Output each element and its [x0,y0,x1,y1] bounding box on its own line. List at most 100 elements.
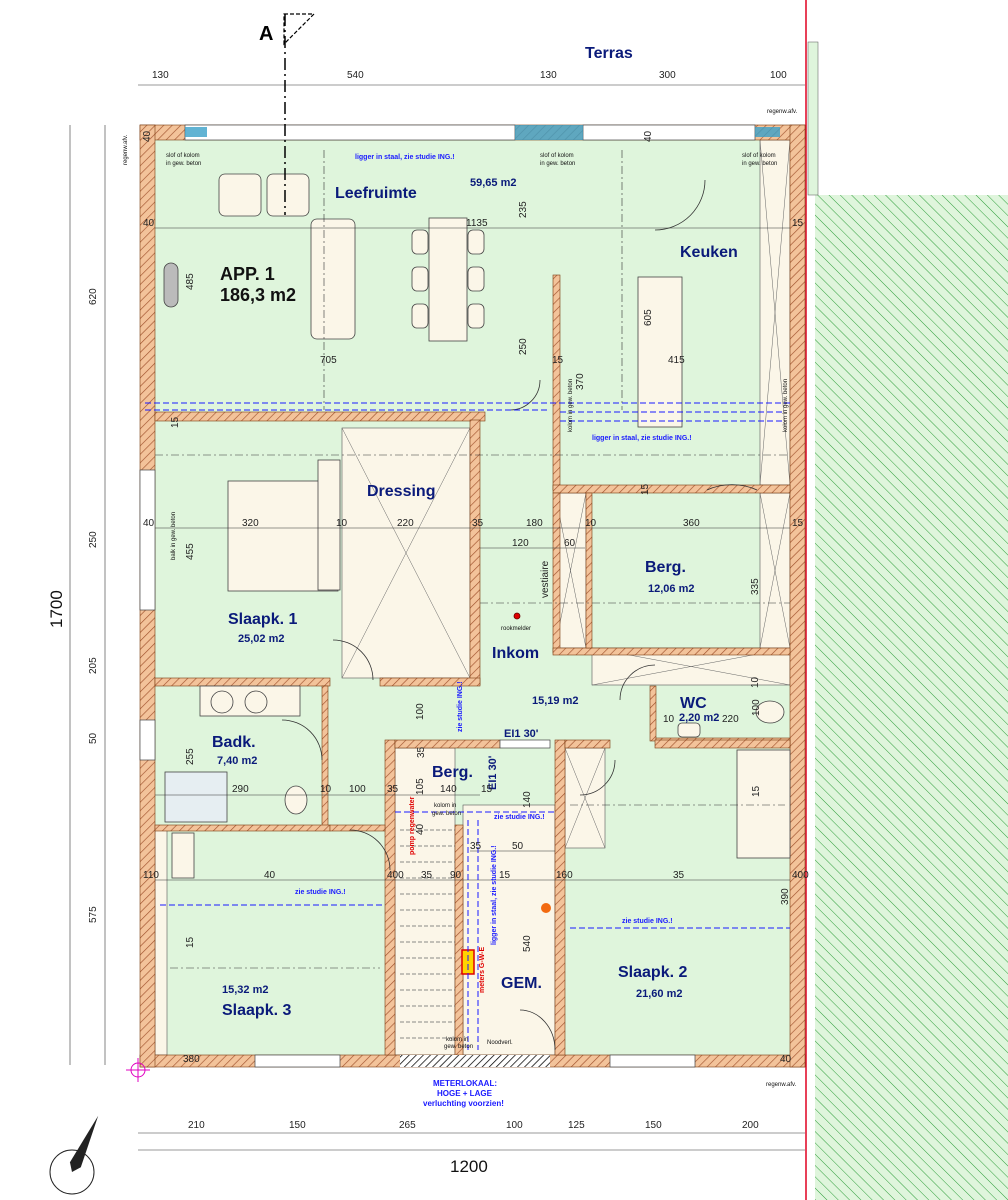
door-swing[interactable] [579,759,616,796]
plan-annotation: Noodverl. [487,1040,513,1046]
dimension-label: 105 [415,778,426,795]
room-area: 25,02 m2 [238,633,284,645]
room-name: Berg. [432,764,473,781]
wall [154,677,331,687]
garden-area [815,195,1008,1200]
chair [467,266,485,292]
dimension-label: 390 [780,888,791,905]
plan-annotation: kolom in [434,803,456,809]
cabinet-cross [564,747,606,849]
dimension-label: 100 [770,70,787,81]
dimension-label: 15 [185,936,196,948]
dimension-label: 15 [792,518,804,529]
dimension-label: 540 [522,935,533,952]
plan-annotation: gew. beton [444,1044,473,1050]
plan-annotation: zie studie ING.! [457,681,464,732]
dimension-label: 35 [421,870,433,881]
dimension-label: 400 [792,870,809,881]
wall [649,685,657,742]
smoke-detector-icon [513,612,521,620]
desk [171,832,195,879]
dimension-label: 35 [387,784,399,795]
dimension-label: 10 [663,714,675,725]
wall [329,824,386,832]
door-swing[interactable] [706,484,758,491]
wc-sink [677,722,701,738]
dimension-label: 140 [440,784,457,795]
dimension-label: 15 [751,785,762,797]
dimension-label: 1700 [47,590,66,628]
dimension-label: 220 [397,518,414,529]
door-swing[interactable] [281,719,323,761]
dimension-label: 705 [320,355,337,366]
door-swing[interactable] [654,179,706,231]
dimension-label: 15 [792,218,804,229]
plan-annotation: regenw.afv. [767,109,798,115]
dimension-label: 40 [415,823,426,835]
wall [554,739,566,1056]
dimension-label: 235 [518,201,529,218]
plan-annotation: kolom in gew. beton [783,379,789,432]
room-area: 7,40 m2 [217,755,257,767]
plan-annotation: regenw.afv. [766,1082,797,1088]
plan-annotation: A [259,23,273,45]
tv [163,262,179,308]
dimension-label: 455 [185,543,196,560]
dimension-label: 210 [188,1120,205,1131]
room-area: 15,32 m2 [222,984,268,996]
room-area: EI1 30' [504,728,539,740]
plan-annotation: verluchting voorzien! [423,1099,504,1108]
plan-annotation: zie studie ING.! [295,889,346,896]
room-name: Leefruimte [335,185,417,202]
plan-annotation: pomp regenwater [409,796,416,855]
plan-annotation: ligger in staal, zie studie ING.! [592,435,692,442]
dimension-label: 35 [472,518,484,529]
room-area: 59,65 m2 [470,177,516,189]
window [582,124,756,141]
plan-annotation: Terras [585,45,633,62]
plan-annotation: zie studie ING.! [494,814,545,821]
dimension-label: 370 [575,373,586,390]
dimension-label: 160 [556,870,573,881]
room-area: 12,06 m2 [648,583,694,595]
dimension-label: 620 [88,288,99,305]
door-swing[interactable] [519,1009,556,1051]
wall [154,824,331,832]
door-swing[interactable] [619,664,656,701]
dimension-label: 400 [387,870,404,881]
fire-hose-reel [541,903,551,913]
toilet [755,700,785,724]
dimension-label: 40 [264,870,276,881]
wall [552,274,561,491]
storage-cabinet [154,829,168,1056]
cabinet-cross [341,427,471,679]
window [499,739,551,749]
dimension-label: 15 [481,784,493,795]
wall [384,739,396,1056]
door-swing[interactable] [332,639,374,681]
plan-annotation: balk in gew. beton [171,512,177,560]
sofa [310,218,356,340]
dimension-label: 220 [722,714,739,725]
plan-annotation: rookmelder [501,626,531,632]
dimension-label: 40 [143,518,155,529]
door-swing[interactable] [349,829,391,871]
nightstand [317,459,341,591]
dimension-label: 15 [640,483,651,495]
plan-annotation: ligger in staal, zie studie ING.! [355,154,455,161]
room-name: Badk. [212,734,256,751]
dimension-label: 150 [289,1120,306,1131]
wall [469,419,481,686]
dimension-label: 300 [659,70,676,81]
dimension-label: 35 [673,870,685,881]
dimension-label: 10 [336,518,348,529]
room-area: 15,19 m2 [532,695,578,707]
dimension-label: 100 [506,1120,523,1131]
wall [154,411,486,422]
plan-annotation: in gew. beton [166,161,201,167]
plan-annotation: in gew. beton [742,161,777,167]
dimension-label: 90 [450,870,462,881]
room-name: Berg. [645,559,686,576]
dimension-label: 110 [143,870,159,881]
